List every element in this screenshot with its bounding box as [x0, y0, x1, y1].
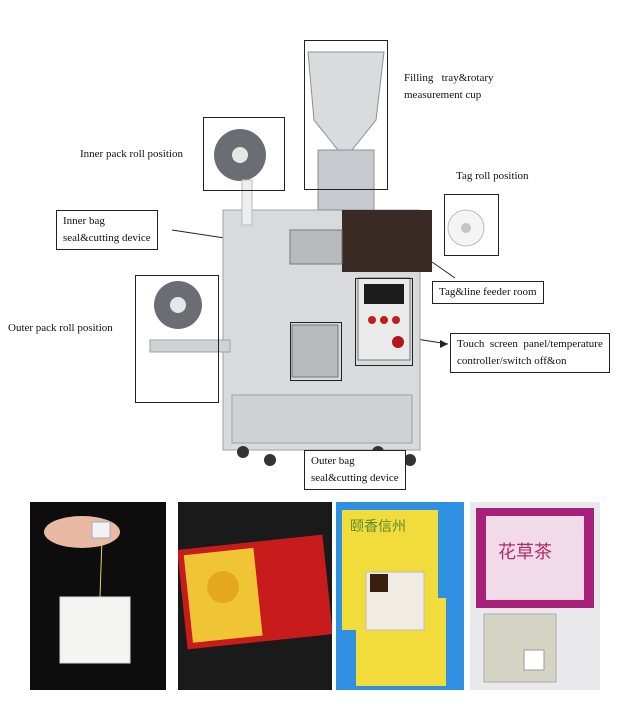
yellow-pack-text: 颐香信州 [350, 519, 406, 535]
label-inner-roll: Inner pack roll position [80, 148, 183, 160]
yellow-packs-art [342, 510, 446, 686]
label-outer-roll: Outer pack roll position [8, 322, 113, 334]
wheel-4 [404, 454, 416, 466]
photo-yellow-packs: 颐香信州 [336, 502, 464, 690]
photo-tea-bag-hand [30, 502, 166, 690]
purple-pack-text: 花草茶 [498, 542, 552, 563]
string [99, 537, 103, 598]
machine-base [231, 394, 413, 444]
photo-outer-pack [178, 502, 332, 690]
outer-sealer [291, 324, 339, 378]
inner-roll-paper [241, 179, 253, 226]
emergency-button [392, 336, 404, 348]
outer-roll-hub [170, 297, 186, 313]
panel-button-2 [380, 316, 388, 324]
panel-button-1 [368, 316, 376, 324]
tag [91, 521, 111, 539]
green-tea-tag [523, 649, 545, 671]
panel-button-3 [392, 316, 400, 324]
label-outer-bag: Outer bag seal&cutting device [304, 450, 406, 490]
wheel-2 [264, 454, 276, 466]
inner-sealer [289, 229, 343, 265]
label-touch-panel: Touch screen panel/temperature controlle… [450, 333, 610, 373]
outer-pack-art [178, 534, 332, 650]
box-filling [304, 40, 388, 190]
green-tea-bag [483, 613, 557, 683]
control-display [364, 284, 404, 304]
rotary-cup [317, 149, 375, 211]
box-tag-roll [444, 194, 499, 256]
purple-pack-art [476, 508, 594, 683]
box-outer-sealer [290, 322, 342, 381]
photo-purple-pack: 花草茶 [470, 502, 600, 690]
tea-bag [59, 596, 131, 664]
tag-room-window [342, 210, 432, 272]
machine-illustration [149, 51, 485, 466]
inner-roll-hub [232, 147, 248, 163]
label-filling: Filling tray&rotary measurement cup [404, 72, 494, 101]
flower-pattern [207, 571, 239, 603]
label-inner-bag: Inner bag seal&cutting device [56, 210, 158, 250]
box-inner-roll [203, 117, 285, 191]
box-control-panel [355, 278, 413, 366]
purple-pack-window [486, 516, 584, 600]
tag-roll-hub [461, 223, 471, 233]
line-tag-feeder [431, 261, 456, 279]
tea-bag-hand-art [44, 516, 131, 664]
box-outer-roll [135, 275, 219, 403]
label-tag-feeder: Tag&line feeder room [432, 281, 544, 304]
brand-tag [370, 574, 388, 592]
arrow-touch [440, 340, 448, 348]
label-tag-roll: Tag roll position [456, 170, 529, 182]
outer-roll-arm [149, 339, 231, 353]
wheel-1 [237, 446, 249, 458]
